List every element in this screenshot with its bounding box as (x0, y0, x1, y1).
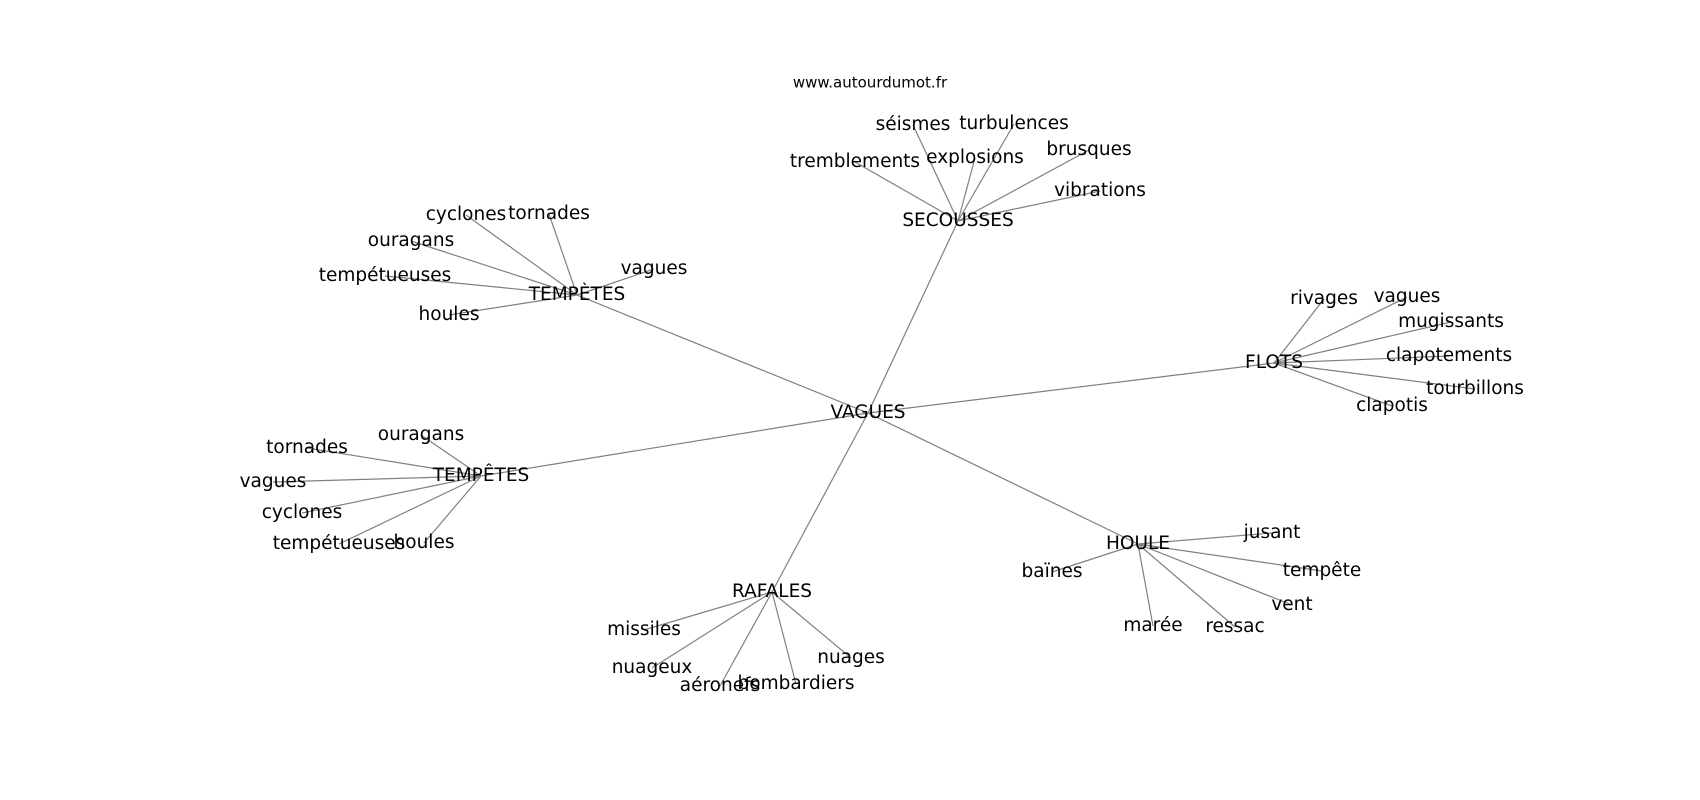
center-node: VAGUES (830, 402, 905, 423)
label-layer: VAGUES SECOUSSES tremblements séismes turbul… (240, 113, 1524, 696)
edge-hub-leaf (448, 294, 578, 316)
edge-center-hub (867, 412, 1139, 545)
edge-hub-leaf (1273, 296, 1408, 364)
leaf-node: explosions (926, 147, 1024, 168)
edge-hub-leaf (1273, 362, 1393, 407)
leaf-node: rivages (1290, 288, 1358, 309)
leaf-node: vagues (240, 471, 307, 492)
edge-hub-leaf (771, 591, 852, 659)
edge-center-hub (480, 412, 869, 477)
leaf-node: cyclones (262, 502, 343, 523)
edge-hub-leaf (420, 434, 482, 477)
edge-center-hub (771, 412, 869, 593)
leaf-node: houles (394, 532, 455, 553)
edge-hub-leaf (301, 475, 482, 514)
edge-hub-leaf (957, 157, 976, 222)
source-watermark: www.autourdumot.fr (793, 74, 948, 92)
edge-hub-leaf (1137, 543, 1236, 628)
edge-hub-leaf (643, 591, 773, 631)
edge-hub-leaf (957, 149, 1090, 222)
edge-hub-leaf (306, 447, 482, 477)
edge-center-hub (867, 220, 959, 414)
leaf-node: aéronefs (680, 675, 761, 696)
leaf-node: séismes (876, 114, 951, 135)
edge-hub-leaf (912, 124, 959, 222)
edge-hub-leaf (854, 161, 959, 222)
edge-hub-leaf (1273, 298, 1325, 364)
edge-center-hub (867, 362, 1275, 414)
leaf-node: baïnes (1022, 561, 1083, 582)
edge-hub-leaf (423, 475, 482, 544)
leaf-node: tourbillons (1426, 378, 1524, 399)
edge-hub-leaf (1273, 355, 1450, 364)
leaf-node: tornades (266, 437, 348, 458)
leaf-node: vent (1271, 594, 1312, 615)
edge-hub-leaf (771, 591, 797, 685)
leaf-node: mugissants (1398, 311, 1504, 332)
edge-layer (272, 123, 1476, 687)
leaf-node: nuages (817, 647, 885, 668)
edge-hub-leaf (957, 123, 1015, 222)
edge-hub-leaf (719, 591, 773, 687)
hub-node: FLOTS (1245, 352, 1303, 373)
leaf-node: brusques (1046, 139, 1131, 160)
edge-hub-leaf (1273, 321, 1452, 364)
hub-node: SECOUSSES (902, 210, 1013, 231)
edge-hub-leaf (1137, 543, 1323, 572)
leaf-node: ouragans (378, 424, 464, 445)
leaf-node: nuageux (612, 657, 693, 678)
edge-hub-leaf (1051, 543, 1139, 573)
edge-hub-leaf (548, 213, 578, 296)
leaf-node: marée (1123, 615, 1182, 636)
leaf-node: turbulences (959, 113, 1069, 134)
leaf-node: tempétueuses (319, 265, 452, 286)
leaf-node: tempête (1283, 560, 1361, 581)
leaf-node: cyclones (426, 204, 507, 225)
leaf-node: vagues (1374, 286, 1441, 307)
hub-node: TEMPÊTES (432, 464, 530, 486)
edge-hub-leaf (1137, 532, 1273, 545)
edge-hub-leaf (272, 475, 482, 483)
leaf-node: tempétueuses (273, 533, 406, 554)
leaf-node: ouragans (368, 230, 454, 251)
edge-hub-leaf (338, 475, 482, 545)
leaf-node: vibrations (1054, 180, 1146, 201)
edge-hub-leaf (957, 190, 1101, 222)
edge-hub-leaf (1137, 543, 1293, 606)
leaf-node: houles (419, 304, 480, 325)
hub-node: HOULE (1106, 533, 1170, 554)
leaf-node: jusant (1243, 522, 1301, 543)
edge-hub-leaf (384, 275, 578, 296)
edge-hub-leaf (1273, 362, 1476, 390)
edge-center-hub (576, 294, 869, 414)
leaf-node: clapotis (1356, 395, 1428, 416)
hub-node: TEMPÈTES (528, 283, 626, 305)
leaf-node: clapotements (1386, 345, 1512, 366)
edge-hub-leaf (465, 214, 578, 296)
leaf-node: ressac (1205, 616, 1264, 637)
leaf-node: tornades (508, 203, 590, 224)
edge-hub-leaf (1137, 543, 1154, 627)
edge-hub-leaf (651, 591, 773, 669)
leaf-node: tremblements (790, 151, 920, 172)
leaf-node: vagues (621, 258, 688, 279)
edge-hub-leaf (410, 240, 578, 296)
leaf-node: bombardiers (738, 673, 855, 694)
edge-hub-leaf (576, 268, 655, 296)
hub-node: RAFALES (732, 581, 812, 602)
leaf-node: missiles (607, 619, 681, 640)
